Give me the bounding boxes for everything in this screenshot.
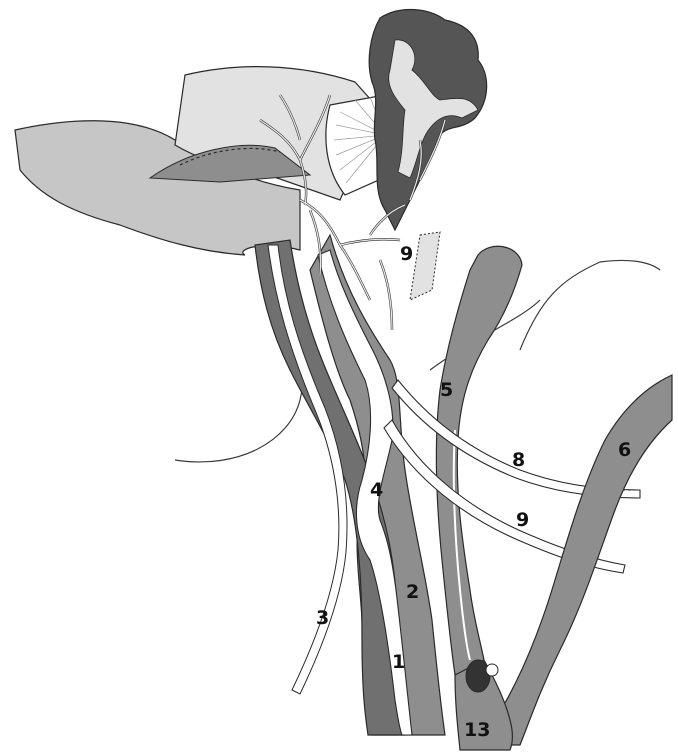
label-6: 6	[618, 439, 631, 461]
label-9-upper: 9	[400, 243, 413, 265]
label-9-lower: 9	[516, 509, 529, 531]
carotid-body-dot	[486, 664, 498, 676]
label-4: 4	[370, 479, 383, 501]
label-8: 8	[512, 449, 525, 471]
carotid-bulb	[466, 660, 490, 692]
label-1: 1	[392, 651, 405, 673]
label-13: 13	[464, 719, 490, 741]
label-2: 2	[406, 581, 419, 603]
vessel-6	[495, 375, 672, 745]
jaw-outline	[520, 260, 660, 350]
label-5: 5	[440, 379, 453, 401]
external-carotid-artery	[436, 246, 522, 680]
label-3: 3	[316, 607, 329, 629]
dashed-nerve-upper	[410, 232, 440, 300]
